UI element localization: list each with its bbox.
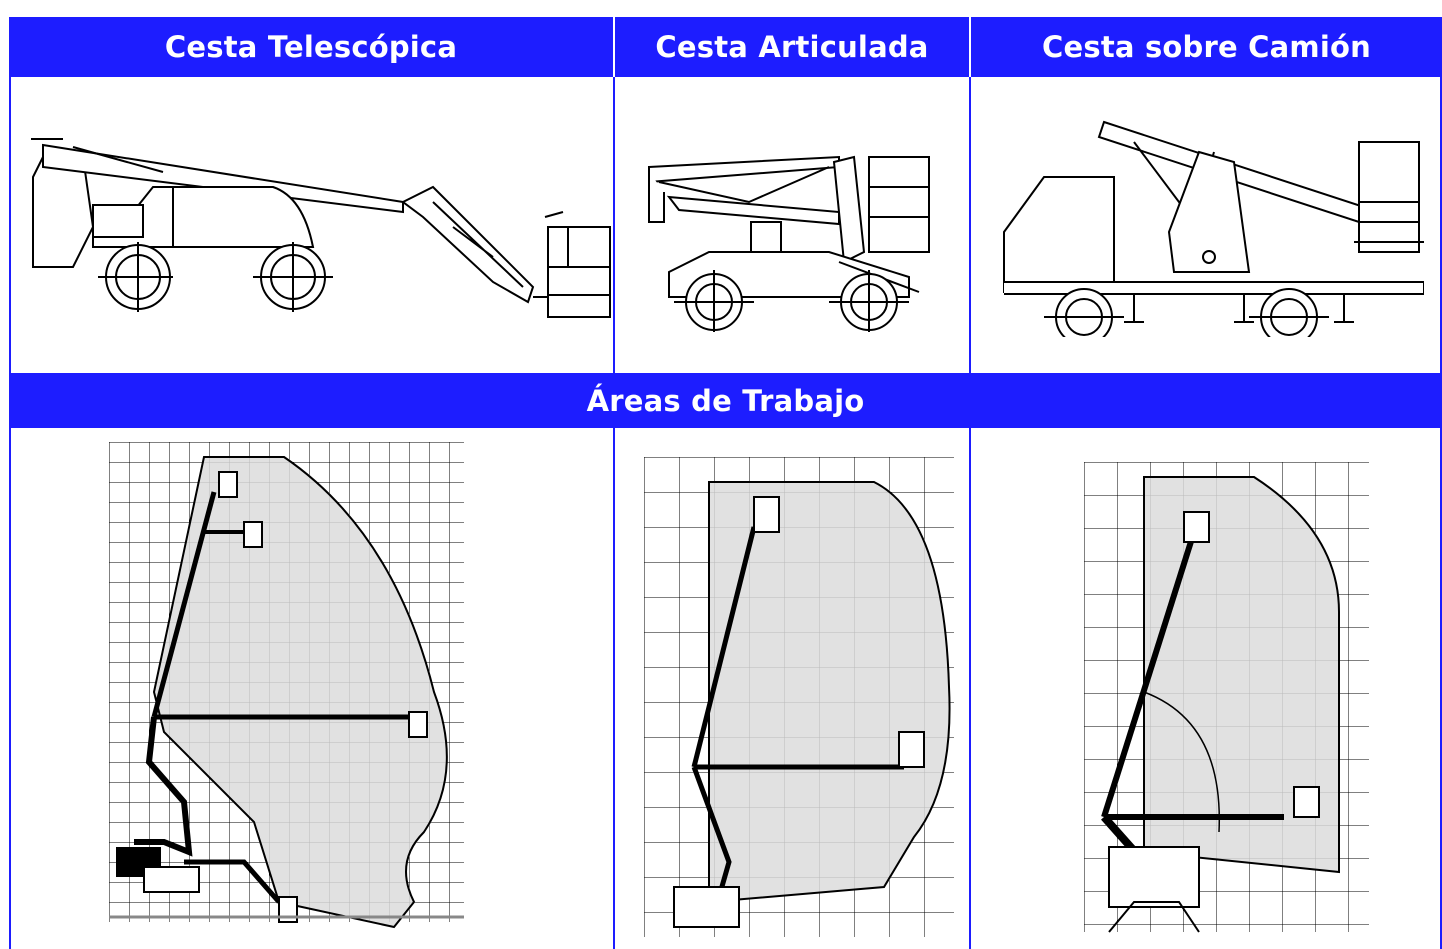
header-truck: Cesta sobre Camión	[971, 17, 1442, 77]
work-area-truck	[1084, 462, 1374, 942]
table-border-col3-bottom	[969, 428, 971, 949]
table-border-col3	[969, 77, 971, 373]
table-border-right-bottom	[1440, 428, 1442, 949]
telescopic-boom-lift-icon	[23, 117, 613, 327]
header-articulated: Cesta Articulada	[615, 17, 969, 77]
table-border-right	[1440, 77, 1442, 373]
work-area-articulated	[644, 457, 964, 947]
table-border-col2-bottom	[613, 428, 615, 949]
table-border-left	[9, 77, 11, 373]
articulated-boom-lift-icon	[639, 152, 939, 332]
section-title-work-areas: Áreas de Trabajo	[9, 373, 1442, 428]
lift-comparison-table: Cesta Telescópica Cesta Articulada Cesta…	[9, 17, 1442, 949]
header-telescopic: Cesta Telescópica	[9, 17, 613, 77]
work-area-telescopic	[104, 442, 464, 937]
table-border-col2	[613, 77, 615, 373]
table-border-left-bottom	[9, 428, 11, 949]
truck-mounted-lift-icon	[994, 112, 1424, 337]
